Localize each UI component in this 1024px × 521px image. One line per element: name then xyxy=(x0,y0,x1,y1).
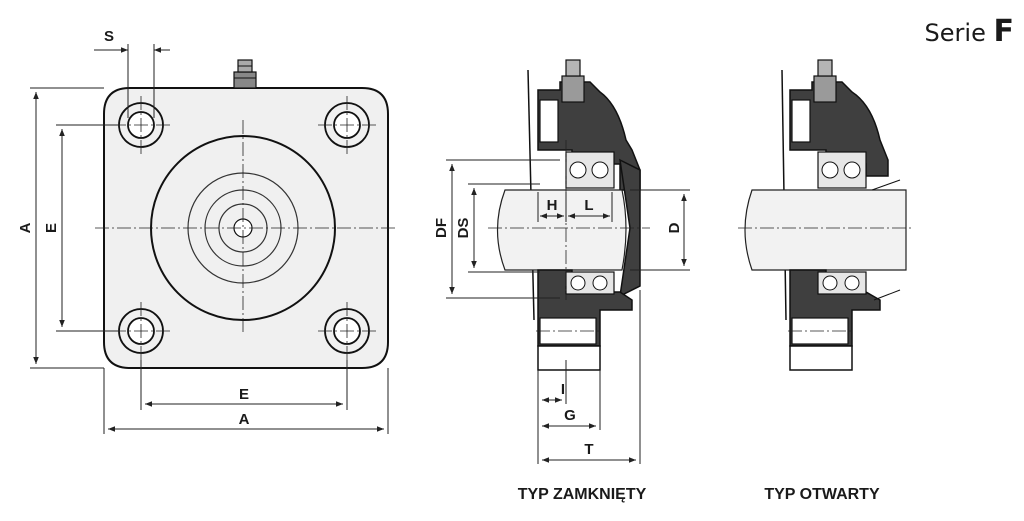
grease-nipple xyxy=(233,59,257,89)
open-grease-nipple xyxy=(813,59,837,103)
open-type-section: TYP OTWARTY xyxy=(738,59,912,503)
closed-grease-nipple xyxy=(561,59,585,103)
closed-shaft xyxy=(496,189,627,271)
series-text: Serie xyxy=(924,19,986,47)
label-l: L xyxy=(584,197,593,214)
label-t: T xyxy=(584,441,593,458)
label-d: D xyxy=(666,222,683,233)
label-e-vertical: E xyxy=(43,223,60,233)
label-g: G xyxy=(564,407,576,424)
label-df: DF xyxy=(433,218,450,238)
open-shaft xyxy=(744,189,907,271)
series-label: Serie F xyxy=(925,14,1014,49)
closed-type-section: DF DS H L D I xyxy=(433,59,690,503)
label-ds: DS xyxy=(455,218,472,239)
label-i: I xyxy=(561,381,565,398)
label-h: H xyxy=(547,197,558,214)
label-a-horizontal: A xyxy=(239,411,250,428)
front-view: S A E E A xyxy=(17,28,395,434)
label-a-vertical: A xyxy=(17,222,34,233)
open-type-caption: TYP OTWARTY xyxy=(764,486,880,503)
label-e-horizontal: E xyxy=(239,386,249,403)
label-s: S xyxy=(104,28,114,45)
series-letter: F xyxy=(993,14,1015,49)
closed-type-caption: TYP ZAMKNIĘTY xyxy=(518,486,647,503)
